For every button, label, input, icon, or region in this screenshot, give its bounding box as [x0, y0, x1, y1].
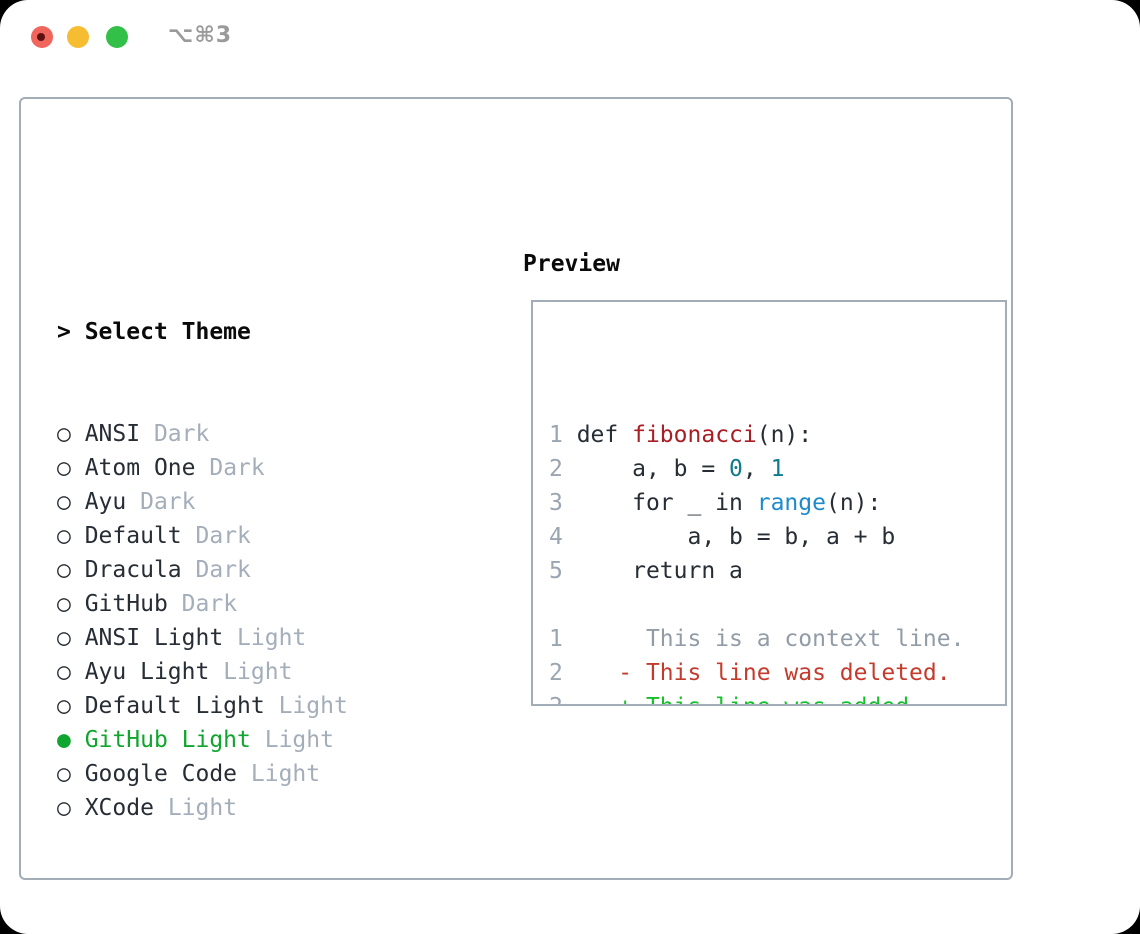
theme-name: Google Code [84, 761, 238, 787]
theme-name: Dracula [84, 557, 182, 583]
theme-variant: Light [278, 693, 348, 719]
theme-variant: Light [237, 625, 307, 651]
radio-unselected-icon: ○ [57, 693, 85, 719]
theme-option-default-light-light[interactable]: ○ Default Light Light [57, 689, 445, 723]
theme-name: Ayu [84, 489, 127, 515]
theme-option-github-dark[interactable]: ○ GitHub Dark [57, 587, 445, 621]
radio-unselected-icon: ○ [57, 421, 85, 447]
theme-variant: Light [223, 659, 293, 685]
preview-code-line: 1 def fibonacci(n): [549, 418, 1005, 452]
preview-code-line: 4 a, b = b, a + b [549, 520, 1005, 554]
close-dot-icon [37, 33, 45, 41]
theme-option-github-light-light[interactable]: ● GitHub Light Light [57, 723, 445, 757]
window-title: ⌥⌘3 [168, 23, 233, 48]
spacer [57, 893, 445, 927]
theme-picker-list: > Select Theme ○ ANSI Dark○ Atom One Dar… [57, 247, 445, 934]
theme-option-ayu-dark[interactable]: ○ Ayu Dark [57, 485, 445, 519]
preview-blank-line [549, 588, 1005, 622]
theme-option-xcode-light[interactable]: ○ XCode Light [57, 791, 445, 825]
theme-variant: Dark [195, 523, 251, 549]
zoom-button[interactable] [106, 26, 128, 48]
radio-selected-icon: ● [57, 727, 85, 753]
line-number: 3 [549, 490, 563, 516]
select-theme-heading: Select Theme [84, 319, 251, 345]
preview-code-line: 2 + This line was added. [549, 690, 1005, 704]
prompt-caret: > [57, 319, 85, 345]
theme-option-google-code-light[interactable]: ○ Google Code Light [57, 757, 445, 791]
code-token-pl [563, 660, 618, 686]
code-token-pl: (n): [825, 490, 882, 516]
theme-name: GitHub Light [84, 727, 251, 753]
theme-option-ansi-dark[interactable]: ○ ANSI Dark [57, 417, 445, 451]
preview-heading: Preview [523, 251, 620, 277]
code-token-pl: a, b = b, a + b [562, 524, 896, 550]
theme-name: XCode [84, 795, 154, 821]
preview-code-line: 1 This is a context line. [549, 622, 1005, 656]
main-panel: > Select Theme ○ ANSI Dark○ Atom One Dar… [19, 97, 1013, 880]
code-token-num: 0 [729, 456, 743, 482]
radio-unselected-icon: ○ [57, 455, 85, 481]
radio-unselected-icon: ○ [57, 557, 85, 583]
theme-variant: Dark [209, 455, 265, 481]
preview-code-line: 3 for _ in range(n): [549, 486, 1005, 520]
radio-unselected-icon: ○ [57, 659, 85, 685]
select-theme-heading-row: > Select Theme [57, 315, 445, 349]
close-button[interactable] [31, 26, 53, 48]
line-number: 2 [549, 456, 563, 482]
theme-variant: Light [264, 727, 334, 753]
theme-option-ayu-light-light[interactable]: ○ Ayu Light Light [57, 655, 445, 689]
theme-name: Default [84, 523, 182, 549]
theme-option-default-dark[interactable]: ○ Default Dark [57, 519, 445, 553]
theme-name: GitHub [84, 591, 168, 617]
code-token-del: - This line was deleted. [618, 660, 951, 686]
code-token-pl: return a [562, 558, 743, 584]
line-number: 1 [549, 626, 563, 652]
minimize-button[interactable] [67, 26, 89, 48]
theme-option-atom-one-dark[interactable]: ○ Atom One Dark [57, 451, 445, 485]
code-token-num: 1 [770, 456, 785, 482]
code-token-fn: fibonacci [632, 422, 757, 448]
line-number: 2 [549, 660, 563, 686]
radio-unselected-icon: ○ [57, 489, 85, 515]
line-number: 1 [549, 422, 563, 448]
radio-unselected-icon: ○ [57, 523, 85, 549]
theme-variant: Dark [140, 489, 196, 515]
theme-variant: Dark [195, 557, 251, 583]
line-number: 2 [549, 694, 563, 704]
theme-name: Default Light [84, 693, 265, 719]
radio-unselected-icon: ○ [57, 761, 85, 787]
theme-name: Ayu Light [84, 659, 210, 685]
theme-name: ANSI [84, 421, 141, 447]
code-token-pl [563, 694, 618, 704]
code-token-ctx: This is a context line. [562, 626, 965, 652]
code-token-pl: , [742, 456, 771, 482]
preview-code-line: 2 a, b = 0, 1 [549, 452, 1005, 486]
theme-option-dracula-dark[interactable]: ○ Dracula Dark [57, 553, 445, 587]
line-number: 5 [549, 558, 563, 584]
theme-option-ansi-light-light[interactable]: ○ ANSI Light Light [57, 621, 445, 655]
preview-code-line: 2 - This line was deleted. [549, 656, 1005, 690]
theme-variant: Light [167, 795, 238, 821]
preview-code-line: 5 return a [549, 554, 1005, 588]
code-token-kw: range [756, 490, 826, 516]
code-token-add: + This line was added. [618, 694, 923, 704]
line-number: 4 [549, 524, 563, 550]
theme-variant: Dark [153, 421, 210, 447]
code-token-pl: (n): [756, 422, 813, 448]
radio-unselected-icon: ○ [57, 625, 85, 651]
radio-unselected-icon: ○ [57, 591, 85, 617]
code-token-pl: for _ in [562, 490, 757, 516]
theme-name: Atom One [84, 455, 196, 481]
code-token-pl: def [562, 422, 633, 448]
theme-variant: Dark [181, 591, 238, 617]
radio-unselected-icon: ○ [57, 795, 85, 821]
theme-name: ANSI Light [84, 625, 224, 651]
theme-variant: Light [250, 761, 321, 787]
code-token-pl: a, b = [562, 456, 730, 482]
